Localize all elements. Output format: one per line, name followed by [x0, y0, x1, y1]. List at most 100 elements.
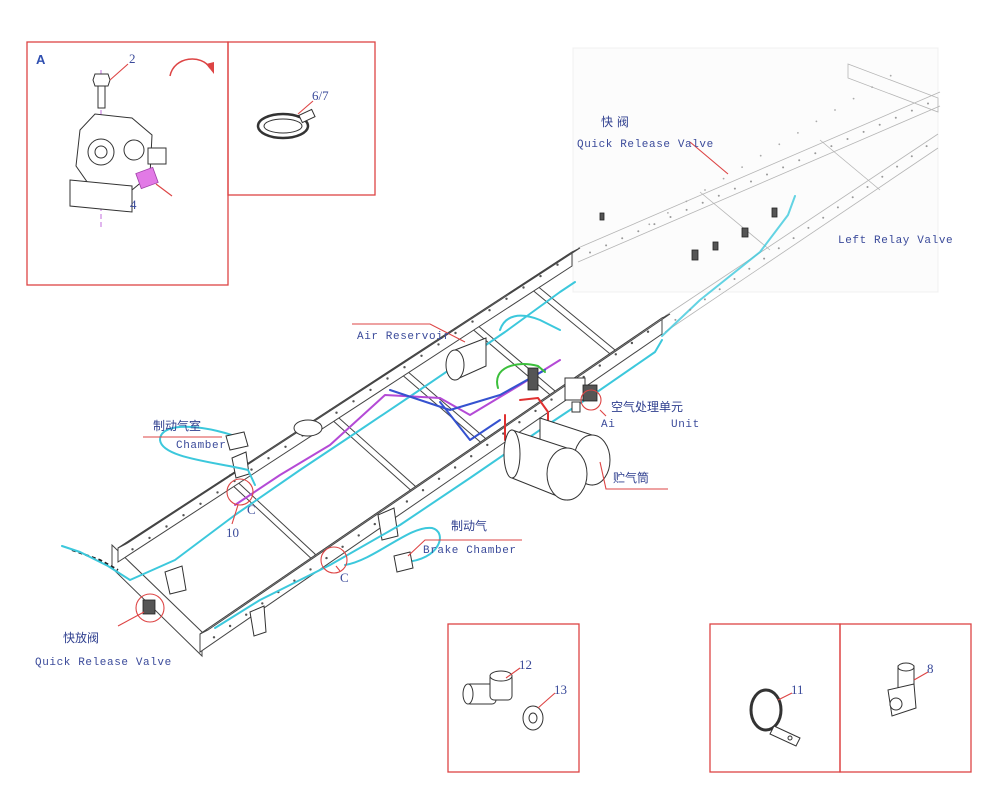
- leader-brake-chamber-right: [407, 539, 522, 557]
- pipe-clamp-tab: [769, 725, 801, 747]
- leader-fitting: [155, 183, 173, 197]
- rail-hole: [250, 468, 253, 471]
- leader-quick-release-bottom: [117, 611, 145, 627]
- rail-hole: [759, 154, 762, 157]
- leader-bolt: [109, 63, 129, 81]
- rotate-arrow-icon: [169, 58, 211, 77]
- callout-item-10: 10: [226, 525, 239, 540]
- pipe-clamp-tab-hole: [787, 735, 793, 741]
- rail-hole: [605, 244, 608, 247]
- bolt-head-icon: [92, 73, 111, 87]
- inset-a-frame-right: [227, 41, 376, 196]
- rail-hole: [454, 331, 457, 335]
- faded-front-rail-bottom: [664, 147, 939, 333]
- faded-valve-mark-5: [599, 212, 605, 221]
- rail-hole: [373, 522, 376, 526]
- rail-hole: [896, 165, 899, 168]
- rail-hole: [763, 257, 766, 260]
- rail-hole: [927, 102, 929, 105]
- rail-hole: [550, 398, 553, 401]
- rail-hole: [722, 177, 725, 180]
- air-lines: [61, 281, 663, 629]
- rail-hole: [284, 445, 287, 448]
- air-processing-unit: [527, 367, 598, 413]
- cyan-right-chamber-hose: [344, 526, 441, 566]
- rotate-arrow-head: [206, 62, 214, 74]
- rail-hole: [718, 288, 721, 291]
- inset-a-label: A: [36, 52, 46, 67]
- cyan-front-line: [214, 339, 663, 629]
- green-line: [496, 363, 546, 389]
- callout-c-right: C: [340, 570, 349, 585]
- rail-hole: [325, 556, 328, 560]
- label-brake-chamber-left-cn: 制动气室: [153, 418, 201, 433]
- callout-c-left: C: [247, 502, 256, 517]
- faded-front-section: [572, 47, 941, 337]
- rail-hole: [556, 263, 559, 266]
- rail-hole: [814, 152, 817, 155]
- rail-hole: [453, 466, 457, 469]
- rail-hole: [889, 74, 892, 77]
- faded-cyan-pipe: [661, 195, 796, 337]
- rail-hole: [741, 166, 743, 169]
- rail-hole: [357, 534, 360, 537]
- rail-hole: [851, 196, 854, 199]
- leader-c-right: [335, 565, 341, 572]
- rail-hole: [653, 223, 656, 226]
- brake-chamber-left-body: [225, 431, 249, 451]
- rail-hole: [386, 377, 389, 380]
- detail-ring-quick-release: [135, 593, 165, 623]
- callout-clamp-6-7: 6/7: [312, 88, 329, 103]
- blue-line-2: [439, 401, 501, 441]
- rail-hole: [199, 502, 202, 505]
- faded-back-rail-top: [577, 91, 941, 249]
- rail-hole: [182, 514, 185, 517]
- faded-valve-mark-1: [691, 249, 699, 261]
- chassis-frame: [71, 247, 671, 658]
- detail-ring-apu: [580, 389, 602, 411]
- rail-hole: [405, 500, 409, 503]
- rail-hole: [689, 308, 692, 311]
- label-apu-cn: 空气处理单元: [611, 399, 683, 414]
- rail-hole: [582, 375, 585, 379]
- rail-hole: [589, 251, 591, 254]
- rail-hole: [522, 286, 525, 289]
- rail-hole: [621, 237, 624, 240]
- rail-hole: [846, 138, 849, 140]
- inset-a: A 2 4 6/7: [26, 41, 376, 286]
- label-quick-release-bottom-cn: 快放阀: [63, 630, 99, 645]
- rail-hole: [750, 180, 752, 183]
- rail-hole: [871, 86, 873, 88]
- rail-hole: [703, 298, 706, 301]
- callout-washer: 13: [554, 682, 567, 697]
- rail-hole: [614, 353, 617, 356]
- rail-hole: [148, 536, 151, 540]
- clamp-6-7-tab: [298, 108, 316, 124]
- rail-hole: [925, 145, 928, 148]
- rear-end-crossmember: [111, 543, 203, 658]
- rail-hole: [667, 212, 669, 214]
- reservoir-1-back-end: [503, 429, 521, 479]
- rail-hole: [881, 175, 884, 178]
- rail-hole: [630, 341, 634, 345]
- air-reservoir-small-end: [445, 349, 465, 381]
- rail-hole: [782, 166, 785, 169]
- faded-valve-mark-3: [741, 227, 749, 238]
- banjo-stem-top: [897, 662, 915, 672]
- label-brake-chamber-right-en: Brake Chamber: [423, 545, 517, 557]
- rail-hole: [704, 189, 706, 191]
- apu-port: [571, 401, 581, 413]
- rail-hole: [486, 443, 489, 447]
- label-quick-release-top-cn: 快 阀: [601, 115, 629, 129]
- rail-hole: [748, 267, 751, 270]
- rail-hole: [212, 636, 216, 639]
- rail-hole: [293, 579, 296, 582]
- label-brake-chamber-right-cn: 制动气: [451, 518, 487, 533]
- rail-hole: [420, 354, 423, 357]
- rail-hole: [894, 116, 897, 119]
- leader-apu: [599, 409, 607, 417]
- rail-hole: [797, 132, 799, 134]
- rail-hole: [216, 491, 219, 494]
- rail-hole: [717, 194, 720, 197]
